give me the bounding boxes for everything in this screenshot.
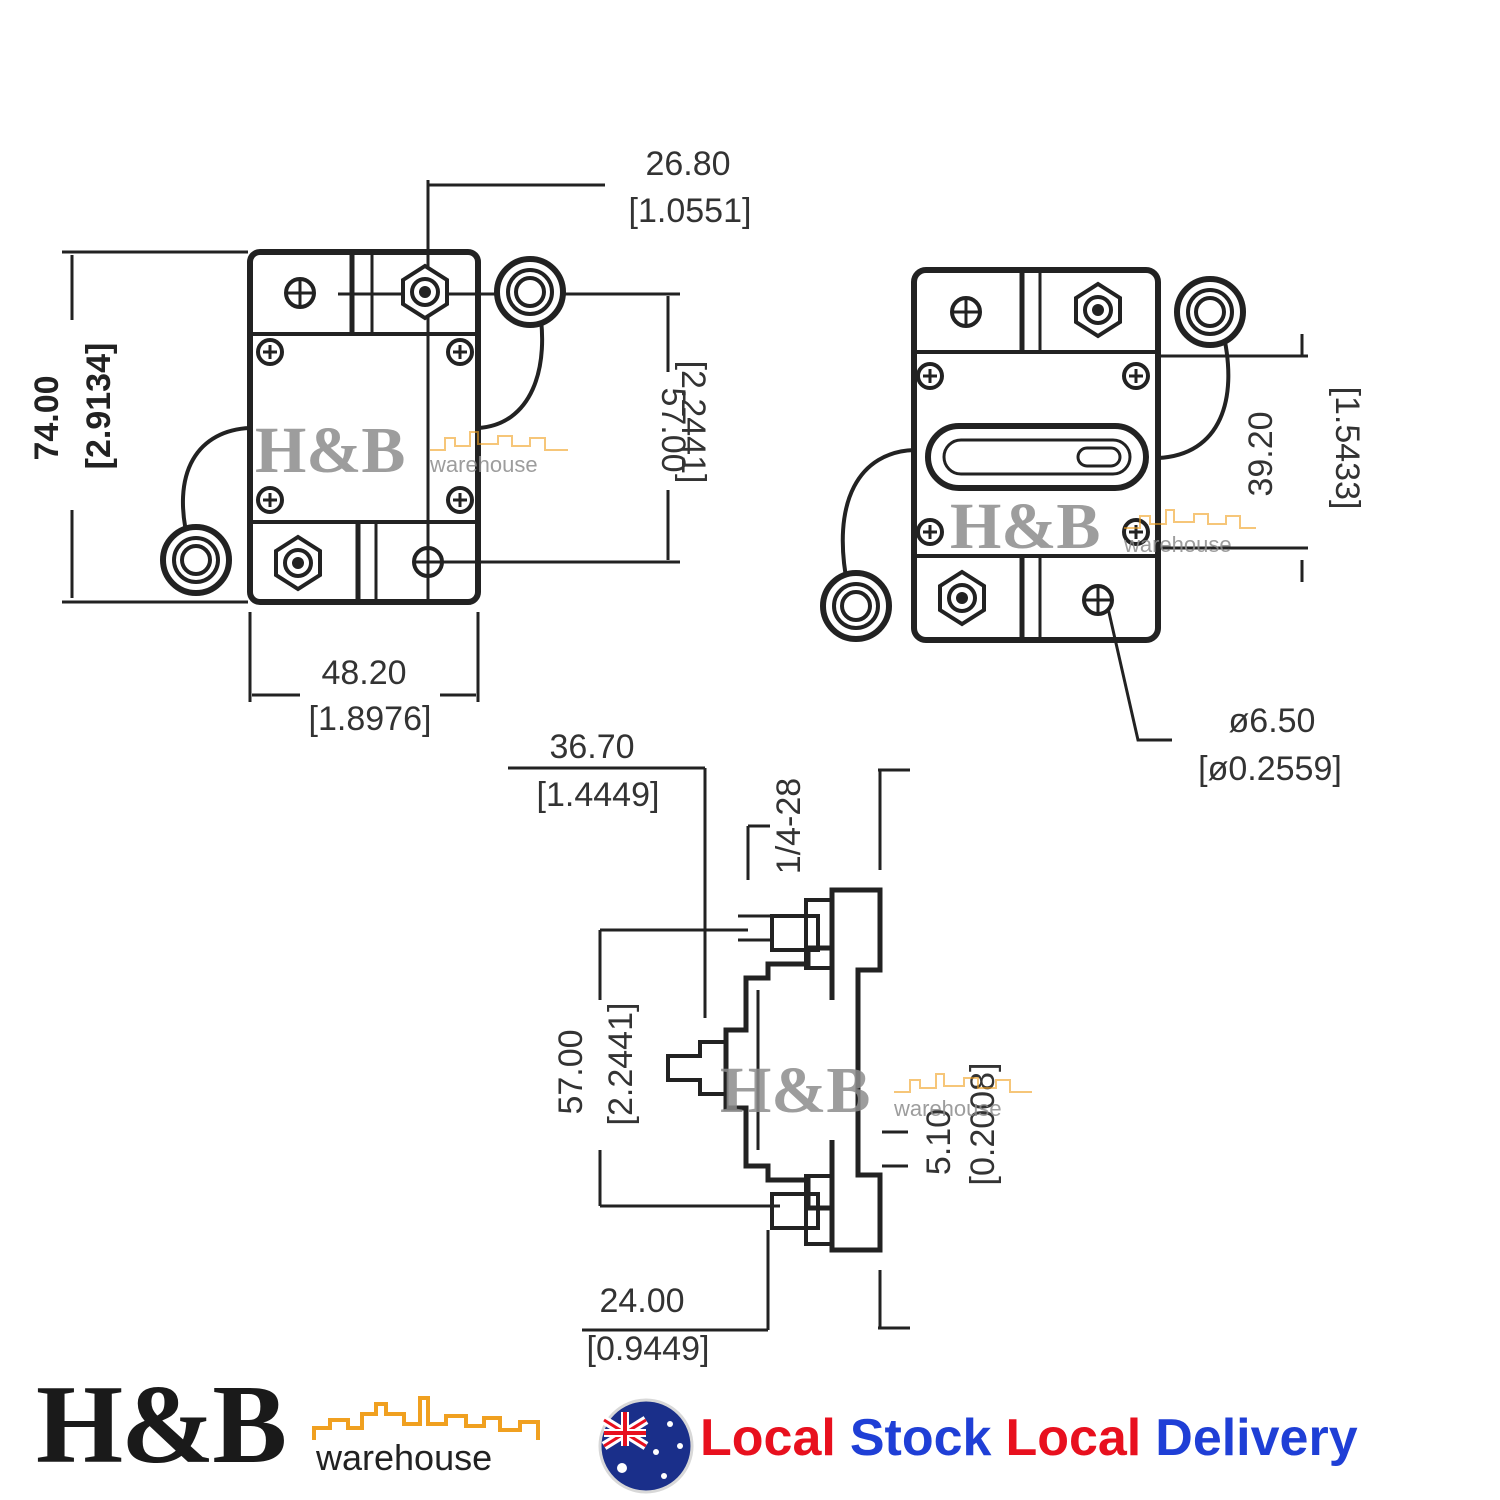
banner-word-4: Delivery [1155, 1409, 1358, 1467]
dim-26-80-inch: [1.0551] [629, 192, 752, 230]
screw-icon [256, 486, 284, 514]
dim-57-00-top-mm: 57.00 [654, 387, 692, 472]
ring-terminal-icon [1177, 279, 1243, 345]
dim-74-00-mm: 74.00 [28, 375, 66, 460]
screw-icon [1122, 362, 1150, 390]
dim-24-00-mm: 24.00 [599, 1282, 684, 1320]
dim-36-70-inch: [1.4449] [537, 776, 660, 814]
mounting-hole-icon [284, 277, 316, 309]
hb-warehouse-logo: H&B warehouse [36, 1363, 540, 1487]
dim-6-50-mm: ø6.50 [1229, 702, 1316, 740]
mounting-hole-icon [1082, 584, 1114, 616]
mounting-hole-icon [950, 296, 982, 328]
watermark-sub: warehouse [1123, 532, 1232, 557]
banner-word-2: Stock [849, 1409, 992, 1467]
dim-5-10-mm: 5.10 [920, 1109, 958, 1175]
terminal-nut-icon [401, 264, 449, 320]
dim-74-00-inch: [2.9134] [80, 343, 118, 470]
dim-57-00-top-inch: [2.2441] [674, 361, 712, 484]
watermark: H&B warehouse [950, 490, 1256, 563]
dim-48-20-inch: [1.8976] [309, 700, 432, 738]
ring-terminal-icon [497, 259, 563, 325]
dim-39-20-inch: [1.5433] [1328, 387, 1366, 510]
ring-terminal-icon [163, 527, 229, 593]
watermark-brand: H&B [255, 414, 405, 487]
australian-flag-icon [598, 1398, 694, 1494]
watermark: H&B warehouse [255, 414, 568, 487]
screw-icon [256, 338, 284, 366]
dim-24-00-inch: [0.9449] [587, 1330, 710, 1368]
banner-word-3: Local [1005, 1409, 1142, 1467]
dim-26-80-mm: 26.80 [645, 145, 730, 183]
city-skyline-icon [312, 1396, 540, 1440]
watermark-sub: warehouse [893, 1096, 1002, 1121]
dim-57-00-side-mm: 57.00 [552, 1029, 590, 1114]
logo-brand: H&B [36, 1363, 285, 1487]
dim-6-50-inch: [ø0.2559] [1198, 750, 1342, 788]
screw-icon [446, 486, 474, 514]
watermark-brand: H&B [950, 490, 1100, 563]
screw-icon [916, 362, 944, 390]
logo-sub: warehouse [315, 1437, 492, 1478]
watermark: H&B warehouse [720, 1054, 1032, 1127]
watermark-brand: H&B [720, 1054, 870, 1127]
mounting-hole-icon [412, 546, 444, 578]
terminal-nut-icon [938, 570, 986, 626]
banner-word-1: Local [700, 1409, 836, 1467]
terminal-nut-icon [1074, 282, 1122, 338]
screw-icon [446, 338, 474, 366]
dimension-lines-side [508, 766, 910, 1332]
dim-39-20-mm: 39.20 [1242, 411, 1280, 496]
thread-size: 1/4-28 [770, 778, 808, 874]
terminal-nut-icon [274, 535, 322, 591]
screw-icon [916, 518, 944, 546]
ring-terminal-icon [823, 573, 889, 639]
front-view-breaker [840, 267, 1308, 742]
dim-36-70-mm: 36.70 [549, 728, 634, 766]
dim-48-20-mm: 48.20 [321, 654, 406, 692]
side-view-breaker [666, 887, 883, 1253]
watermark-sub: warehouse [429, 452, 538, 477]
dim-57-00-side-inch: [2.2441] [602, 1003, 640, 1126]
top-view-breaker [180, 180, 680, 605]
dimension-lines-top-left [62, 183, 670, 702]
